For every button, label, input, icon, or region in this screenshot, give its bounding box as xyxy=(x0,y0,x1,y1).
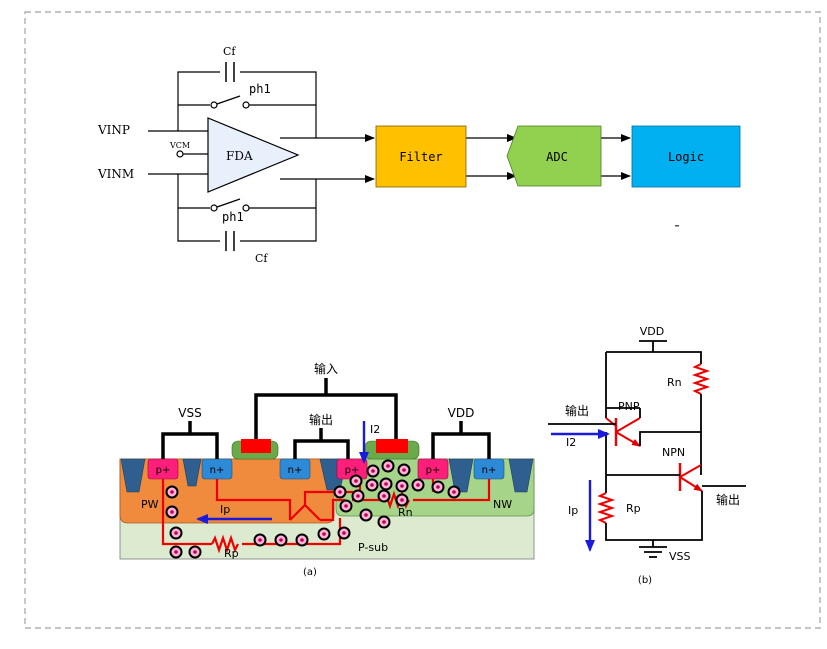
switch-top-blade xyxy=(216,95,241,105)
i2-label-b: I2 xyxy=(566,436,576,449)
rp-resistor-a xyxy=(211,534,239,554)
switch-bottom-contact-left xyxy=(210,204,218,212)
switch-top-label: ph1 xyxy=(249,82,271,96)
psub-label: P-sub xyxy=(358,541,388,554)
stray-mark xyxy=(675,225,679,227)
pnp-label: PNP xyxy=(618,400,640,413)
logic-label: Logic xyxy=(668,150,704,164)
ip-label-b: Ip xyxy=(568,504,578,517)
adc-block xyxy=(506,125,602,187)
output-label-a: 输出 xyxy=(309,412,333,427)
n-plus-label-2: n+ xyxy=(288,465,303,476)
feedback-wire-bottom-left xyxy=(177,174,220,242)
rp-label-a: Rp xyxy=(224,547,239,560)
filter-block xyxy=(375,125,467,188)
carrier-dot xyxy=(258,538,262,542)
n-plus-label-3: n+ xyxy=(482,465,497,476)
logic-block xyxy=(631,125,741,188)
p-plus-label-2: p+ xyxy=(345,465,360,476)
carrier-dot xyxy=(344,504,348,508)
carrier-dot xyxy=(342,531,346,535)
vdd-label-a: VDD xyxy=(448,406,475,420)
carrier-dot xyxy=(370,483,374,487)
carrier-dot xyxy=(371,469,375,473)
carrier-dot xyxy=(382,494,386,498)
carrier-dot xyxy=(174,550,178,554)
npn-label: NPN xyxy=(662,446,685,459)
cross-section-diagram: 输入 输出 VSS VDD I2 p+ n+ n+ p+ p+ n+ PW NW… xyxy=(119,361,535,578)
switch-bottom-blade xyxy=(216,198,241,208)
vinm-label: VINM xyxy=(97,167,134,181)
carrier-dot xyxy=(416,483,420,487)
p-plus-label-3: p+ xyxy=(426,465,441,476)
carrier-dot xyxy=(384,482,388,486)
i2-label-a: I2 xyxy=(370,423,380,436)
metal-wires xyxy=(161,378,491,459)
cap-bottom-label: Cf xyxy=(255,252,268,265)
switch-bottom-contact-right xyxy=(242,204,250,212)
switch-top-contact-left xyxy=(210,101,218,109)
vss-label-a: VSS xyxy=(178,406,201,420)
carrier-dot xyxy=(364,513,368,517)
vdd-label-b: VDD xyxy=(640,325,664,338)
adc-label: ADC xyxy=(546,150,568,164)
switch-top-contact-right xyxy=(242,101,250,109)
carrier-dot xyxy=(300,538,304,542)
carrier-dot xyxy=(400,484,404,488)
carrier-dot xyxy=(402,468,406,472)
vinp-label: VINP xyxy=(97,123,130,137)
carrier-dot xyxy=(354,479,358,483)
fda-label: FDA xyxy=(226,149,253,163)
output-left-label: 输出 xyxy=(565,403,589,418)
carrier-dot xyxy=(400,498,404,502)
rn-label-a: Rn xyxy=(398,506,413,519)
feedback-wire-bottom-right xyxy=(240,179,317,242)
vcm-label: VCM xyxy=(169,141,190,150)
carrier-dot xyxy=(338,490,342,494)
gate-pmos xyxy=(376,439,408,453)
output-right-label: 输出 xyxy=(716,492,740,507)
carrier-dot xyxy=(386,464,390,468)
rp-label-b: Rp xyxy=(626,502,641,515)
feedback-wire-top-left xyxy=(177,71,220,131)
figure-frame xyxy=(24,11,821,629)
carrier-dot xyxy=(356,494,360,498)
vcm-terminal xyxy=(176,150,184,158)
p-plus-label-1: p+ xyxy=(156,465,171,476)
caption-a: (a) xyxy=(303,567,317,578)
carrier-dot xyxy=(174,531,178,535)
rn-label-b: Rn xyxy=(667,376,682,389)
input-label-a: 输入 xyxy=(314,361,338,376)
fda-amplifier xyxy=(207,117,300,193)
carrier-dot xyxy=(170,510,174,514)
ip-label-a: Ip xyxy=(220,503,230,516)
carrier-dot xyxy=(322,532,326,536)
filter-label: Filter xyxy=(399,150,442,164)
signal-chain-diagram xyxy=(148,62,631,251)
vss-label-b: VSS xyxy=(669,550,691,563)
feedback-wire-top-right xyxy=(240,71,317,138)
equivalent-labels: VDD Rn PNP 输出 I2 NPN 输出 Ip Rp VSS (b) xyxy=(565,325,740,586)
nw-label: NW xyxy=(493,498,512,511)
carrier-dot xyxy=(170,490,174,494)
cap-top-label: Cf xyxy=(223,45,236,58)
switch-bottom-label: ph1 xyxy=(222,210,244,224)
gate-nmos xyxy=(241,439,271,453)
carrier-dot xyxy=(279,538,283,542)
carrier-dot xyxy=(436,485,440,489)
equivalent-circuit xyxy=(548,340,746,558)
carrier-dot xyxy=(382,520,386,524)
top-circuit-labels: Cf ph1 VINP VINM VCM FDA ph1 Cf Filter A… xyxy=(97,45,704,265)
carrier-dot xyxy=(452,490,456,494)
carrier-dot xyxy=(193,550,197,554)
caption-b: (b) xyxy=(638,575,652,586)
n-plus-label-1: n+ xyxy=(210,465,225,476)
pw-label: PW xyxy=(141,498,159,511)
carrier-circles xyxy=(165,459,461,559)
sti-trenches xyxy=(120,458,534,493)
